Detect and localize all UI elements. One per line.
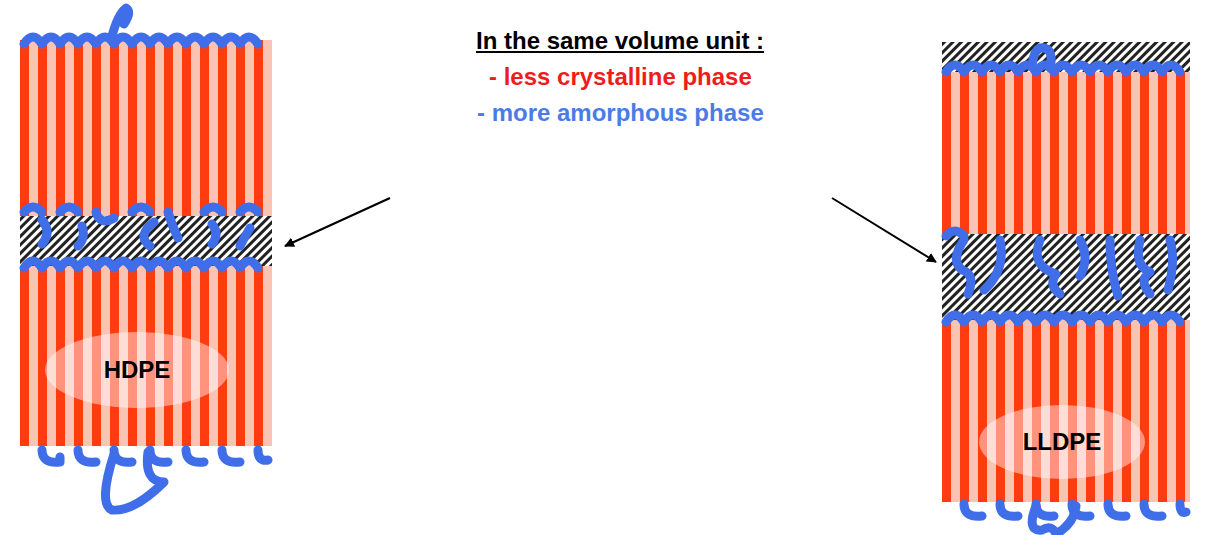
heading-text: In the same volume unit :	[476, 26, 764, 56]
polymer-name: LLDPE	[1023, 428, 1102, 456]
lldpe-stack	[942, 42, 1190, 534]
note-text: - more amorphous phase	[477, 98, 764, 128]
label-ellipse: LLDPE	[979, 405, 1145, 479]
label-ellipse: HDPE	[45, 332, 229, 408]
leader-arrow	[832, 198, 936, 262]
polymer-name: HDPE	[104, 356, 171, 384]
leader-arrow	[285, 198, 390, 246]
note-text: - less crystalline phase	[489, 62, 752, 92]
hdpe-stack	[20, 8, 272, 510]
